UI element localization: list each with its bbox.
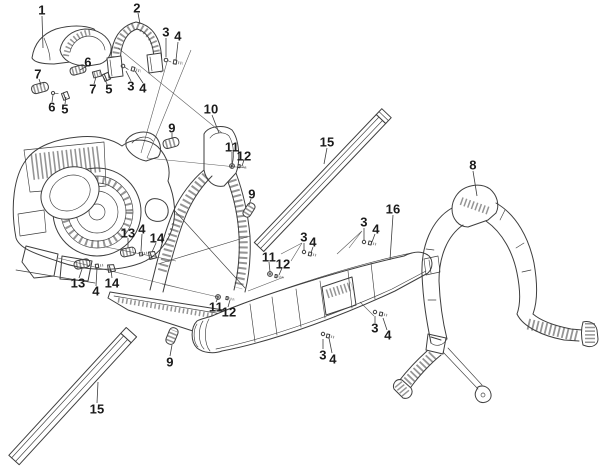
washer-11-middle <box>267 271 273 277</box>
part-callout-4: 4 <box>174 28 182 44</box>
part-callout-5: 5 <box>105 81 113 97</box>
fastener-screw-3f <box>372 309 378 315</box>
part-callout-7: 7 <box>34 66 42 82</box>
part-callout-5: 5 <box>61 101 69 117</box>
part-callout-4: 4 <box>138 221 146 237</box>
part-callout-9: 9 <box>248 186 256 202</box>
part-callout-4: 4 <box>384 327 392 343</box>
part-callout-12: 12 <box>275 256 291 272</box>
fastener-screw-3b <box>120 63 129 70</box>
screw-12-top <box>237 164 248 169</box>
grommet-9-top <box>162 136 180 150</box>
part-callout-3: 3 <box>162 24 170 40</box>
part-callout-2: 2 <box>133 0 141 16</box>
part-callout-14: 14 <box>104 275 120 291</box>
part-2-handle-drawing <box>106 21 164 79</box>
part-callout-11: 11 <box>208 299 224 315</box>
spring-13-upper <box>119 246 137 258</box>
fastener-bolt-4d <box>367 240 378 246</box>
part-15-tube-lower-drawing <box>8 327 138 466</box>
part-callout-10: 10 <box>203 101 219 117</box>
screw-12-bottom <box>225 296 236 301</box>
part-callout-15: 15 <box>89 401 105 417</box>
part-callout-4: 4 <box>92 283 100 299</box>
part-1-cover-drawing <box>31 25 112 67</box>
part-callout-16: 16 <box>385 201 401 217</box>
fastener-bolt-4f <box>378 311 389 317</box>
part-callout-4: 4 <box>309 234 317 250</box>
part-callout-9: 9 <box>166 354 174 370</box>
part-callout-15: 15 <box>319 134 335 150</box>
fastener-screw-3e <box>320 331 326 337</box>
part-callout-3: 3 <box>319 347 327 363</box>
part-callout-6: 6 <box>48 99 56 115</box>
grommet-9-bottom <box>165 327 179 345</box>
part-callout-8: 8 <box>469 157 477 173</box>
fastener-screw-3c <box>301 249 307 255</box>
part-callout-11: 11 <box>261 249 277 265</box>
fastener-bolt-4c <box>307 251 318 257</box>
grommet-9-middle <box>242 202 256 218</box>
fitting-7-upper <box>91 69 103 79</box>
part-callout-4: 4 <box>139 80 147 96</box>
part-callout-3: 3 <box>360 214 368 230</box>
spring-13-lower <box>73 258 91 270</box>
part-8-harness-drawing <box>393 184 599 403</box>
part-callout-13: 13 <box>70 275 86 291</box>
screw-6-lower <box>50 90 59 96</box>
spring-7-lower <box>31 81 49 95</box>
fastener-bolt-4e <box>325 333 336 339</box>
screw-12-middle <box>274 274 285 279</box>
fastener-bolt-4a <box>172 59 184 65</box>
blower-body-drawing <box>12 131 176 284</box>
part-callout-4: 4 <box>372 221 380 237</box>
part-callout-11: 11 <box>224 139 240 155</box>
part-callout-3: 3 <box>127 78 135 94</box>
nut-14-upper <box>147 251 158 260</box>
fastener-bolt-4b <box>130 66 142 73</box>
part-callout-6: 6 <box>84 54 92 70</box>
part-callout-13: 13 <box>120 225 136 241</box>
callout-leader-lines <box>38 12 478 404</box>
part-callout-12: 12 <box>236 148 252 164</box>
assembly-axis-lines <box>57 47 375 317</box>
part-callout-9: 9 <box>168 120 176 136</box>
part-callout-3: 3 <box>300 229 308 245</box>
part-callout-1: 1 <box>38 2 46 18</box>
spring-6-upper <box>69 64 87 76</box>
fastener-screw-3a <box>163 57 172 63</box>
part-callout-4: 4 <box>329 351 337 367</box>
washer-11-top <box>229 163 235 169</box>
part-callout-12: 12 <box>221 304 237 320</box>
part-callout-14: 14 <box>149 230 165 246</box>
cap-5-lower <box>60 90 71 101</box>
fastener-screw-3d <box>361 239 367 245</box>
part-callout-3: 3 <box>371 320 379 336</box>
part-15-tube-upper-drawing <box>253 108 392 252</box>
part-callout-7: 7 <box>89 81 97 97</box>
